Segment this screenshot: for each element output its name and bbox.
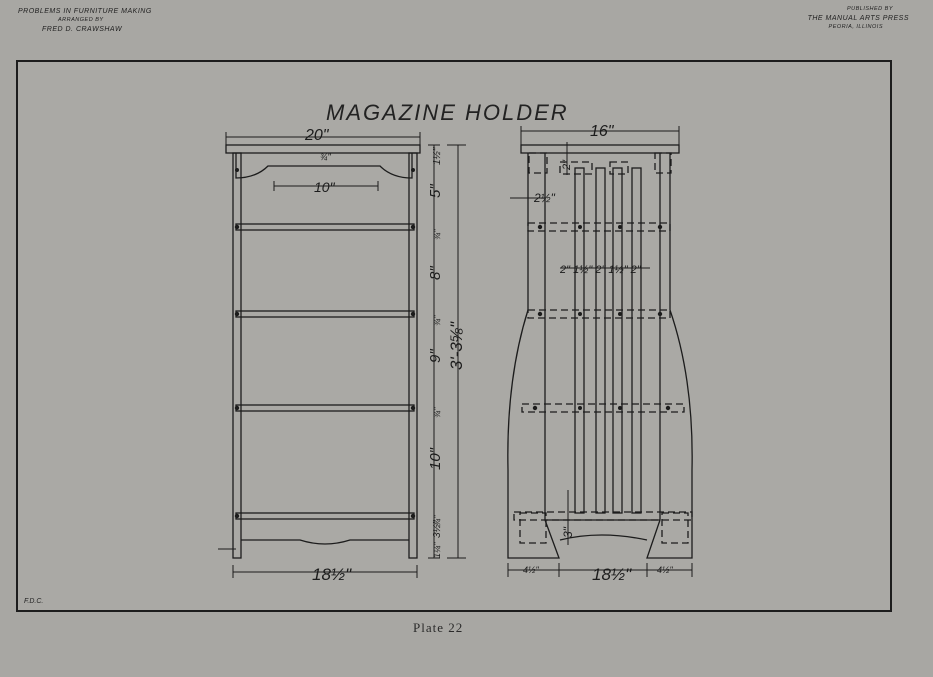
side-slat-3	[612, 167, 623, 514]
front-spacing-label: ¾"	[432, 514, 442, 526]
plate-caption: Plate 22	[413, 620, 464, 635]
side-slat-2	[595, 167, 606, 514]
front-base-width-label: 18½"	[312, 565, 352, 584]
side-right-leg	[646, 153, 693, 559]
front-spacing-label: 1¼"	[432, 541, 442, 558]
side-slats-label: 2" 1½" 2" 1½" 2"	[559, 264, 642, 276]
front-spacing-label: 3½"	[432, 520, 443, 538]
front-spacing-label: 1½"	[432, 147, 443, 165]
draftsman-initials: F.D.C.	[24, 598, 44, 605]
front-shelf-4	[235, 512, 415, 520]
front-spacing-label: 9"	[427, 349, 444, 363]
side-top-board	[520, 144, 680, 154]
side-slat-4	[631, 167, 642, 514]
front-total-height-label: 3'-3⅝"	[447, 321, 466, 370]
publisher-name: The Manual Arts Press	[807, 15, 909, 22]
side-foot-right-label: 4½"	[657, 565, 674, 575]
side-top-depth-label: 2"	[561, 159, 573, 171]
author-name: Fred D. Crawshaw	[42, 26, 123, 33]
front-spacing-label: ¾"	[432, 314, 442, 326]
side-inset-label: 2½"	[533, 191, 556, 205]
front-spacing-label: 10"	[427, 447, 444, 470]
front-top-board	[225, 144, 421, 154]
front-apron	[235, 153, 413, 179]
front-spacing-label: 5"	[427, 184, 444, 198]
published-by-label: Published by	[846, 6, 893, 12]
side-left-leg	[507, 153, 560, 559]
front-spacing-label: ¾"	[432, 228, 442, 240]
small-dim-label: ¾"	[320, 152, 332, 162]
front-bottom-rail	[241, 539, 409, 545]
dimension-labels: 20" 10" 18½" ¾" 3'-3⅝" 1½" 5" ¾" 8" ¾" 9" ¾" 10…	[304, 123, 674, 584]
front-shelf-2	[235, 310, 415, 318]
arranged-by-label: Arranged by	[58, 17, 104, 23]
series-title: Problems in Furniture Making	[18, 8, 152, 15]
side-top-width-label: 16"	[590, 123, 615, 140]
front-spacing-label: ¾"	[432, 406, 442, 418]
front-shelf-1	[235, 223, 415, 231]
drawing-title: Magazine Holder	[326, 100, 569, 125]
front-right-upright	[408, 152, 418, 559]
front-shelf-3	[235, 404, 415, 412]
publisher-location: Peoria, Illinois	[828, 24, 883, 30]
side-base-width-label: 18½"	[592, 565, 632, 584]
front-top-width-label: 20"	[304, 127, 330, 144]
drawing-plate	[16, 60, 892, 612]
front-inner-width-label: 10"	[314, 179, 336, 195]
front-spacing-label: 8"	[427, 266, 444, 280]
side-lower-height-label: 3"	[561, 526, 575, 538]
side-elevation	[507, 126, 693, 577]
side-slat-1	[574, 167, 585, 514]
front-elevation	[218, 132, 466, 578]
front-left-upright	[232, 152, 242, 559]
side-foot-left-label: 4½"	[523, 565, 540, 575]
front-spacing-labels: 1½"5"¾"8"¾"9"¾"10"¾"3½"1¼"	[427, 147, 444, 558]
